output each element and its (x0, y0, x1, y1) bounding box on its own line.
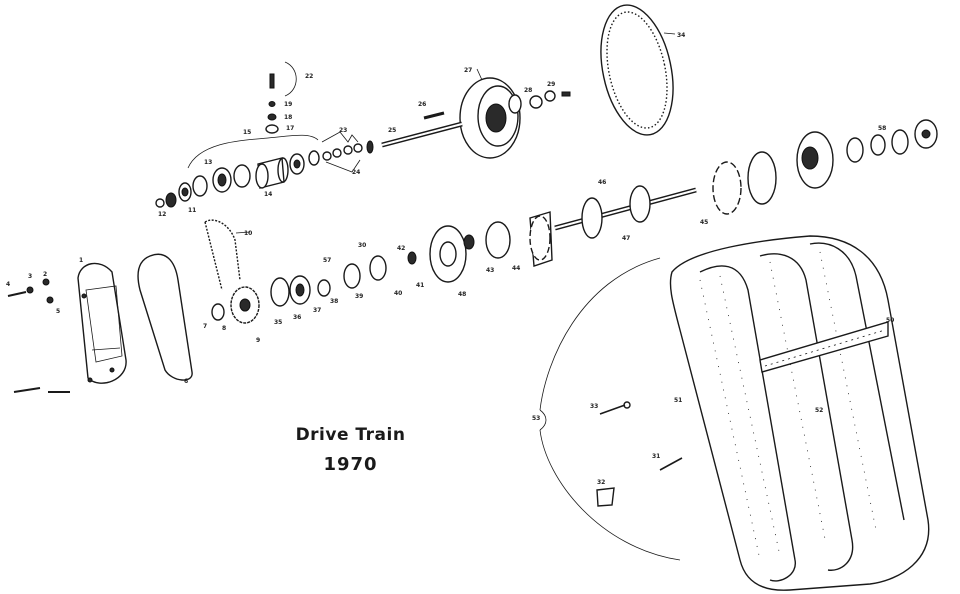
callout: 26 (418, 101, 426, 108)
key-26 (423, 111, 445, 120)
drive-shaft-46 (554, 185, 697, 239)
callout: 33 (590, 403, 598, 410)
jackshaft-25 (381, 121, 463, 148)
bushing-17 (265, 124, 279, 134)
callout: 2 (43, 271, 47, 278)
callout: 30 (358, 242, 366, 249)
callout: 31 (652, 453, 660, 460)
lower-bearing-assembly (270, 211, 553, 307)
callout: 24 (352, 169, 360, 176)
washer-28 (529, 95, 543, 109)
clip-31 (659, 457, 683, 471)
pin-22 (269, 73, 275, 89)
callout: 34 (677, 32, 685, 39)
track-assembly (669, 235, 930, 591)
callout: 18 (284, 114, 292, 121)
cover-bolts (7, 278, 70, 393)
callout: 5 (56, 308, 60, 315)
callout: 10 (244, 230, 252, 237)
callout-labels: 1 2 3 4 5 6 7 8 9 10 11 12 13 14 15 17 1… (6, 32, 894, 486)
callout: 42 (397, 245, 405, 252)
key-30 (561, 91, 571, 97)
callout: 9 (256, 337, 260, 344)
callout: 51 (674, 397, 682, 404)
callout: 29 (547, 81, 555, 88)
callout: 40 (394, 290, 402, 297)
diagram-year: 1970 (323, 454, 378, 475)
clip-33 (599, 404, 626, 415)
callout: 3 (28, 273, 32, 280)
ring-29 (544, 90, 556, 102)
hub-8 (211, 303, 225, 321)
chaincase-cover-1 (77, 262, 127, 384)
callout: 28 (524, 87, 532, 94)
callout: 43 (486, 267, 494, 274)
callout: 45 (700, 219, 708, 226)
washer-19 (268, 101, 276, 107)
callout: 27 (464, 67, 472, 74)
callout: 12 (158, 211, 166, 218)
drive-belt-34 (600, 4, 674, 136)
belt-loop-6 (137, 253, 193, 381)
callout: 53 (532, 415, 540, 422)
callout: 47 (622, 235, 630, 242)
callout: 7 (203, 323, 207, 330)
driven-clutch-27 (459, 77, 522, 159)
callout: 48 (458, 291, 466, 298)
callout: 23 (339, 127, 347, 134)
sprocket-9 (230, 286, 260, 324)
upper-bearing-assembly (155, 140, 374, 208)
callout: 1 (79, 257, 83, 264)
callout: 35 (274, 319, 282, 326)
callout: 22 (305, 73, 313, 80)
drive-chain-10 (204, 219, 241, 291)
callout: 52 (815, 407, 823, 414)
callout: 58 (878, 125, 886, 132)
callout: 19 (284, 101, 292, 108)
callout: 36 (293, 314, 301, 321)
callout: 57 (323, 257, 331, 264)
washer-18 (267, 113, 277, 121)
callout: 39 (355, 293, 363, 300)
callout: 14 (264, 191, 272, 198)
callout: 13 (204, 159, 212, 166)
diagram-title: Drive Train (295, 425, 406, 445)
callout: 4 (6, 281, 10, 288)
bearing-flange-48 (796, 119, 938, 189)
callout: 32 (597, 479, 605, 486)
callout: 8 (222, 325, 226, 332)
callout: 46 (598, 179, 606, 186)
callout: 17 (286, 125, 294, 132)
bracket-32 (596, 487, 615, 507)
track-sprocket-45 (712, 151, 777, 215)
callout: 50 (886, 317, 894, 324)
callout: 25 (388, 127, 396, 134)
callout: 41 (416, 282, 424, 289)
callout: 38 (330, 298, 338, 305)
callout: 37 (313, 307, 321, 314)
callout: 6 (184, 378, 188, 385)
callout: 44 (512, 265, 520, 272)
callout: 15 (243, 129, 251, 136)
callout: 11 (188, 207, 196, 214)
